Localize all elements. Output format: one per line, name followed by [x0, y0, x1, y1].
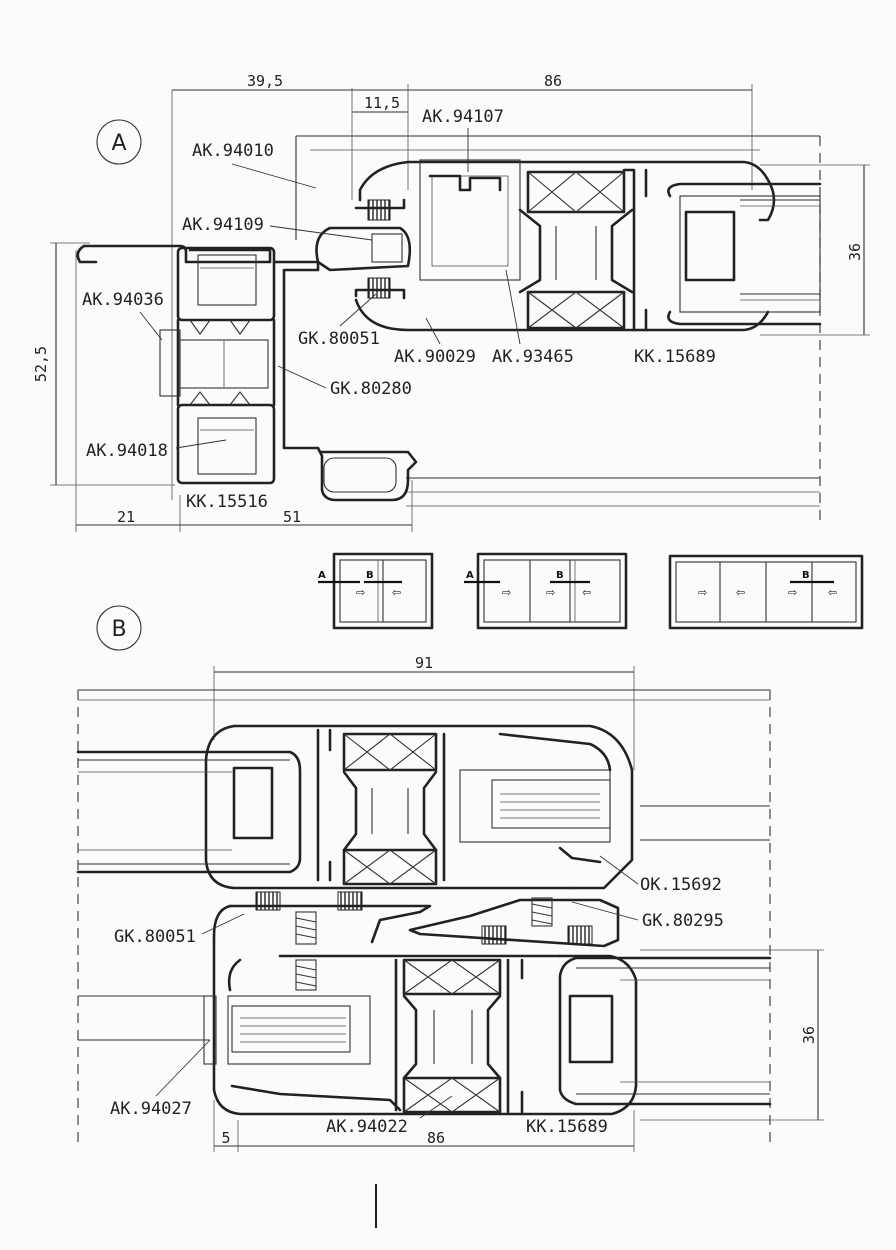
- dim-36-a: 36: [846, 243, 864, 261]
- upper-sash-b: [76, 724, 634, 890]
- schematic-3: B ⇨ ⇦ ⇨ ⇦: [668, 554, 864, 630]
- label-kk-15516: KK.15516: [186, 492, 268, 512]
- section-a-label: A: [111, 131, 126, 156]
- label-gk-80051-b: GK.80051: [114, 927, 196, 947]
- label-kk-15689-b: KK.15689: [526, 1117, 608, 1137]
- svg-text:⇨: ⇨: [356, 586, 365, 599]
- frame-profile-a: [76, 244, 276, 485]
- dim-36-b: 36: [800, 1026, 818, 1044]
- label-ak-94022: AK.94022: [326, 1117, 408, 1137]
- label-ak-93465: AK.93465: [492, 347, 574, 367]
- label-gk-80280: GK.80280: [330, 379, 412, 399]
- dim-91: 91: [415, 654, 433, 672]
- dim-21: 21: [117, 508, 135, 526]
- schematic-2-a: A: [466, 570, 474, 581]
- section-a-drawing: A 39,5 86 11,5 36 52,5: [32, 72, 870, 532]
- svg-text:⇦: ⇦: [828, 586, 837, 599]
- schematic-3-b: B: [802, 570, 810, 581]
- dim-86-a: 86: [544, 72, 562, 90]
- section-a-marker: A: [96, 119, 142, 165]
- svg-text:⇦: ⇦: [736, 586, 745, 599]
- dim-86-b: 86: [427, 1129, 445, 1147]
- schematic-1: A B ⇨ ⇦: [318, 552, 434, 630]
- dim-39-5: 39,5: [247, 72, 283, 90]
- sash-profile-a: [315, 159, 776, 332]
- section-b-frame-lines: [77, 689, 771, 1146]
- svg-text:⇨: ⇨: [502, 586, 511, 599]
- label-ak-94018: AK.94018: [86, 441, 168, 461]
- section-b-dimensions: 91 36 5 86: [213, 654, 824, 1152]
- section-a-frame-lines: [295, 135, 821, 525]
- label-gk-80295: GK.80295: [642, 911, 724, 931]
- section-b-drawing: B 91 36 5 86: [76, 605, 824, 1152]
- section-b-label: B: [111, 617, 126, 642]
- dim-5: 5: [221, 1129, 230, 1147]
- schematic-1-b: B: [366, 570, 374, 581]
- label-ak-94027: AK.94027: [110, 1099, 192, 1119]
- lower-sash-b: [203, 934, 772, 1116]
- dim-51: 51: [283, 508, 301, 526]
- schematic-2-b: B: [556, 570, 564, 581]
- label-ak-94036: AK.94036: [82, 290, 164, 310]
- section-a-dimensions: 39,5 86 11,5 36 52,5 21 51: [32, 72, 870, 532]
- label-ak-94107: AK.94107: [422, 107, 504, 127]
- svg-text:⇨: ⇨: [698, 586, 707, 599]
- chamber-a: [272, 260, 418, 502]
- section-a-labels: AK.94107 AK.94010 AK.94109 AK.94036 GK.8…: [82, 107, 716, 512]
- schematic-2: A B ⇨ ⇨ ⇦: [464, 552, 628, 630]
- interlock-b: [212, 891, 620, 948]
- svg-text:⇨: ⇨: [788, 586, 797, 599]
- dim-52-5: 52,5: [32, 346, 50, 382]
- section-b-marker: B: [96, 605, 142, 651]
- label-gk-80051-a: GK.80051: [298, 329, 380, 349]
- svg-text:⇨: ⇨: [546, 586, 555, 599]
- label-ak-94109: AK.94109: [182, 215, 264, 235]
- schematic-1-a: A: [318, 570, 326, 581]
- svg-text:⇦: ⇦: [582, 586, 591, 599]
- label-ok-15692: OK.15692: [640, 875, 722, 895]
- dim-11-5: 11,5: [364, 94, 400, 112]
- label-ak-90029: AK.90029: [394, 347, 476, 367]
- label-kk-15689-a: KK.15689: [634, 347, 716, 367]
- glazing-a: [667, 182, 822, 326]
- label-ak-94010: AK.94010: [192, 141, 274, 161]
- svg-text:⇦: ⇦: [392, 586, 401, 599]
- section-b-labels: OK.15692 GK.80051 GK.80295 AK.94027 AK.9…: [110, 855, 724, 1137]
